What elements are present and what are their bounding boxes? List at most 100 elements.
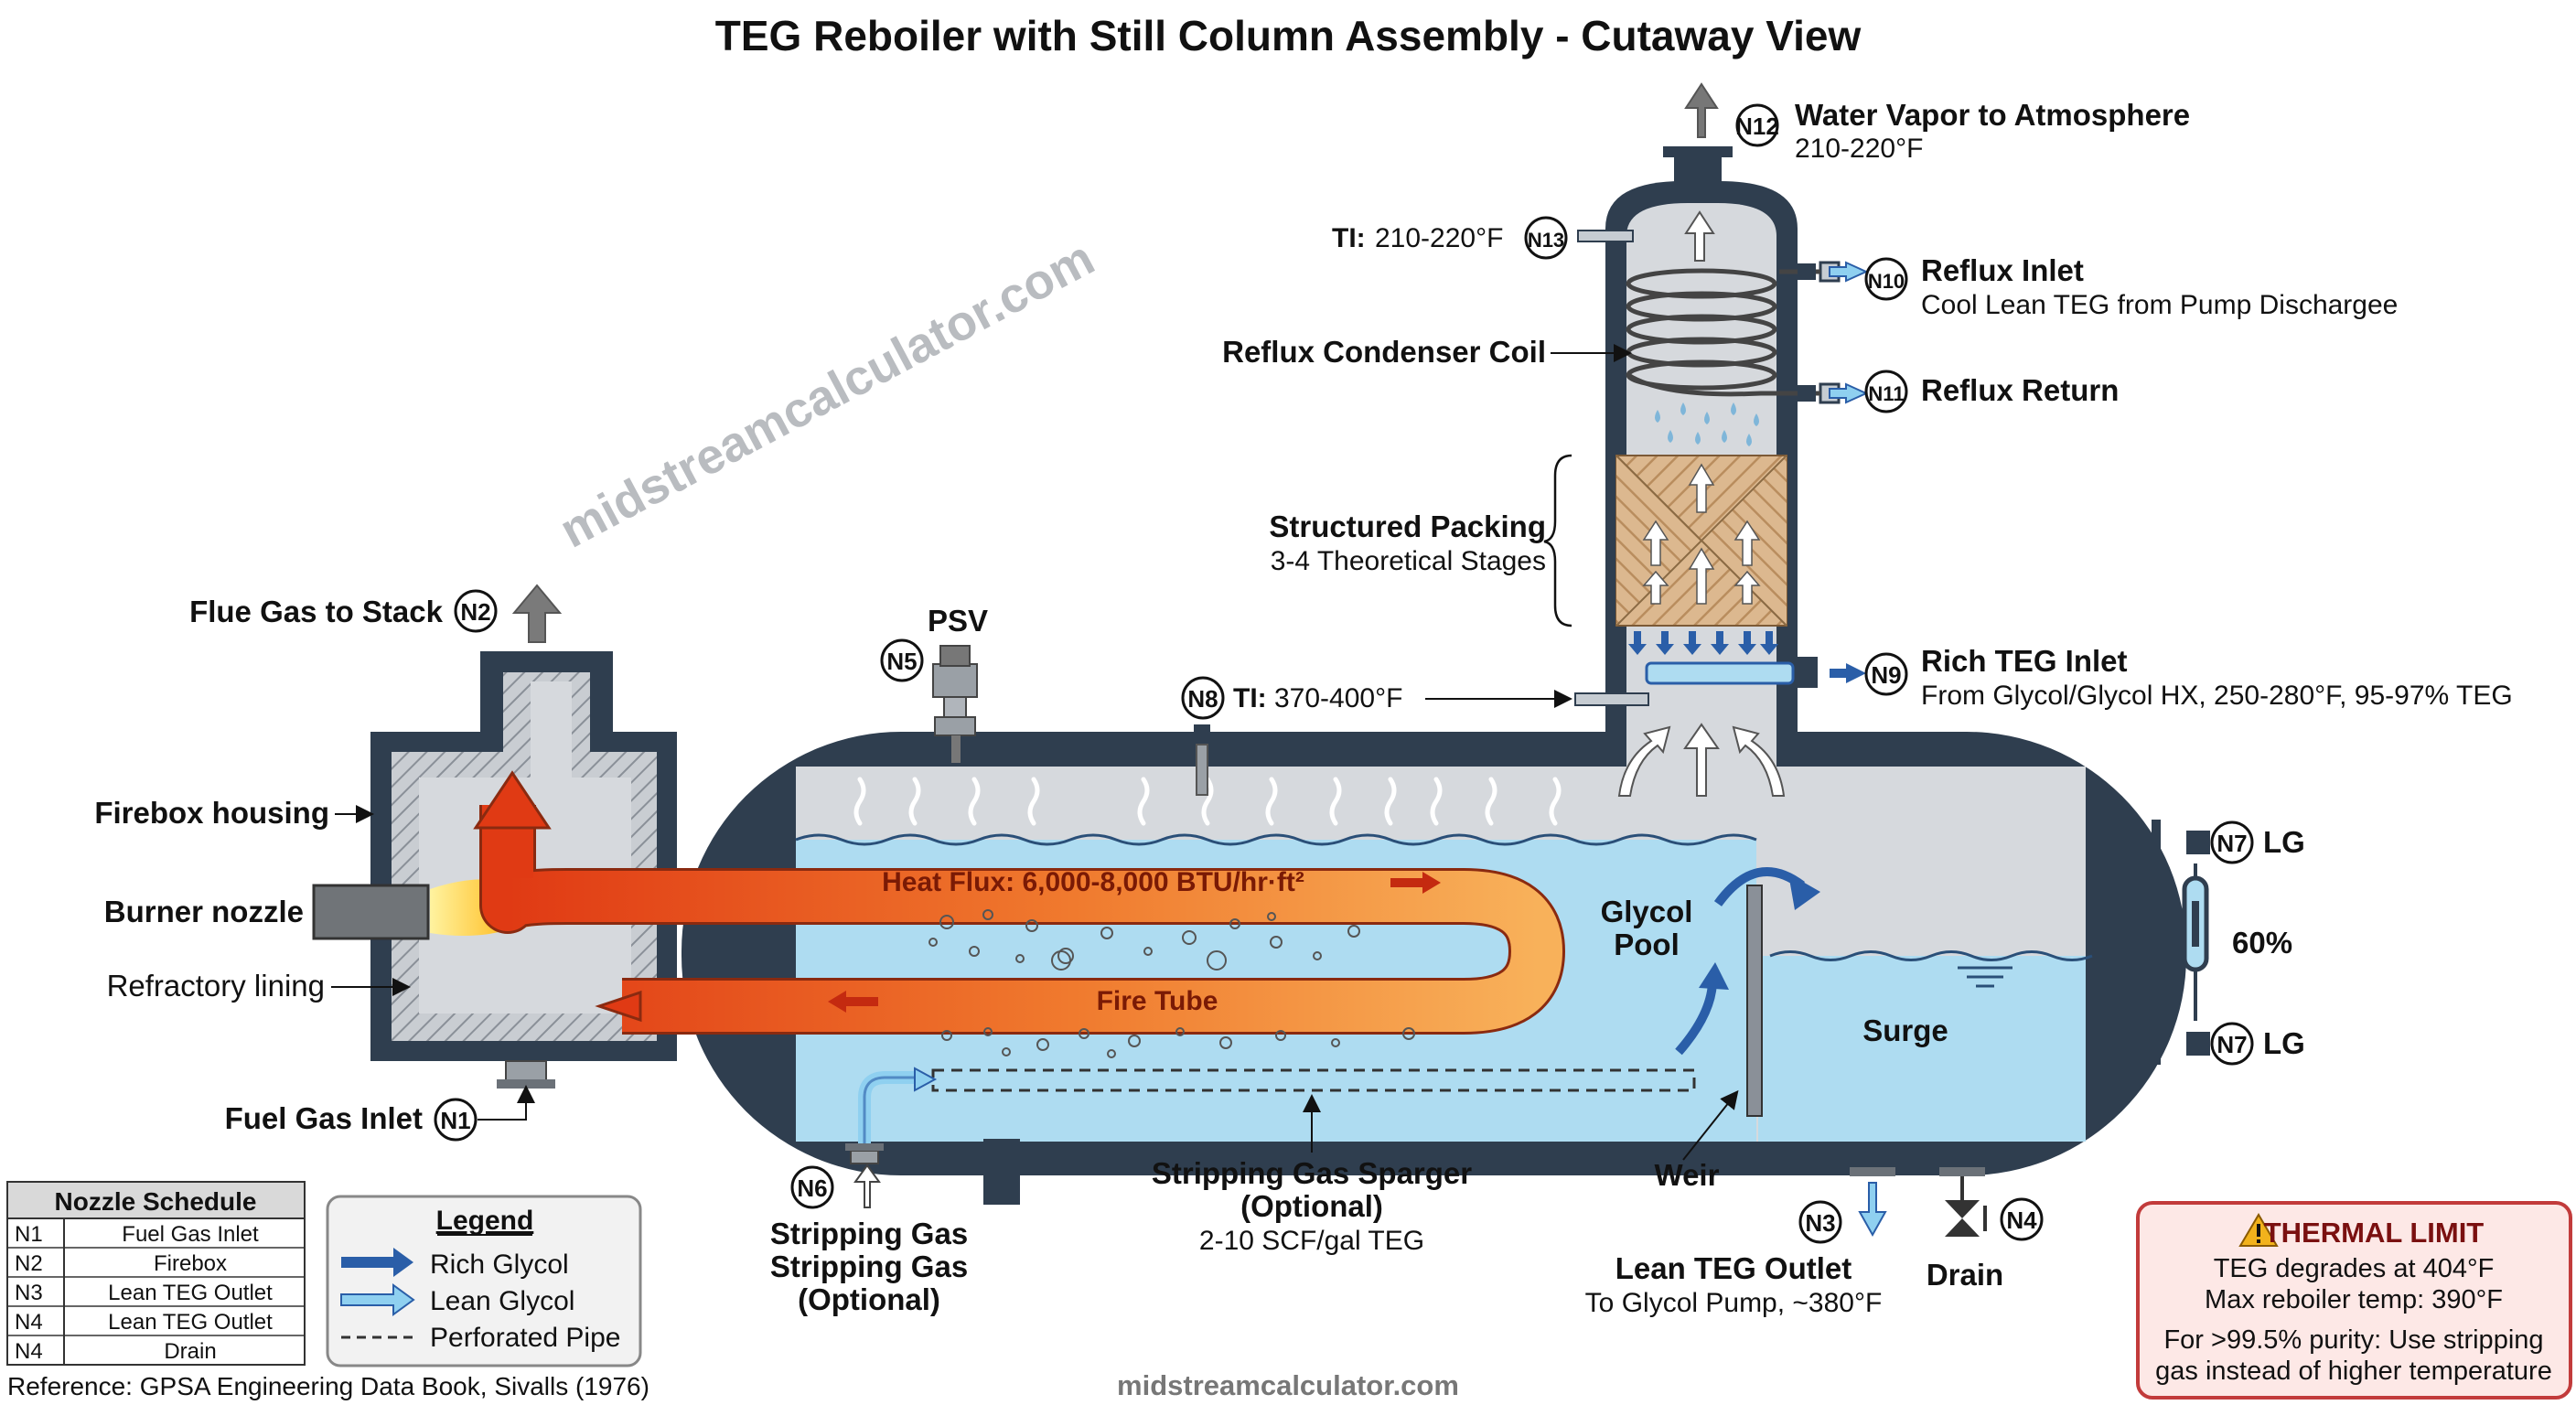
svg-text:Lean TEG Outlet: Lean TEG Outlet bbox=[1615, 1251, 1852, 1285]
nozzle-tags: N12 N13 N10 N11 N9 N8 N5 N2 N1 N6 N3 N4 … bbox=[434, 103, 2254, 1244]
reflux-nozzles bbox=[1798, 261, 1869, 404]
schedule-row-desc: Firebox bbox=[154, 1251, 227, 1276]
svg-text:2-10 SCF/gal TEG: 2-10 SCF/gal TEG bbox=[1199, 1226, 1424, 1256]
svg-text:gas instead of higher temperat: gas instead of higher temperature bbox=[2155, 1357, 2552, 1386]
svg-text:N9: N9 bbox=[1871, 661, 1901, 689]
fire-tube bbox=[473, 770, 1565, 1035]
svg-text:Nozzle Schedule: Nozzle Schedule bbox=[55, 1187, 257, 1216]
watermark-footer: midstreamcalculator.com bbox=[1117, 1369, 1459, 1401]
svg-text:N1: N1 bbox=[440, 1107, 470, 1134]
burner-nozzle bbox=[312, 884, 430, 940]
svg-text:TI:: TI: bbox=[1233, 683, 1267, 713]
svg-text:Stripping Gas: Stripping Gas bbox=[770, 1249, 968, 1283]
svg-text:THERMAL LIMIT: THERMAL LIMIT bbox=[2264, 1217, 2485, 1249]
svg-text:Pool: Pool bbox=[1614, 928, 1680, 961]
svg-text:Perforated Pipe: Perforated Pipe bbox=[430, 1323, 620, 1353]
nozzle-schedule: Nozzle Schedule N1 Fuel Gas Inlet N2 Fir… bbox=[6, 1181, 306, 1366]
svg-text:(Optional): (Optional) bbox=[1240, 1189, 1383, 1223]
rich-teg-inlet-arrow bbox=[1830, 663, 1866, 683]
svg-text:370-400°F: 370-400°F bbox=[1274, 683, 1402, 713]
svg-text:N8: N8 bbox=[1187, 685, 1218, 713]
svg-text:Reflux Inlet: Reflux Inlet bbox=[1921, 253, 2084, 287]
fire-tube-exit-arrow bbox=[595, 990, 642, 1023]
svg-text:N6: N6 bbox=[797, 1174, 827, 1202]
svg-text:210-220°F: 210-220°F bbox=[1375, 223, 1503, 253]
svg-text:N10: N10 bbox=[1868, 270, 1905, 293]
svg-text:Firebox housing: Firebox housing bbox=[94, 796, 329, 830]
rich-teg-inlet-nozzle bbox=[1798, 657, 1866, 688]
svg-text:Stripping Gas Sparger: Stripping Gas Sparger bbox=[1152, 1156, 1472, 1190]
drain-valve bbox=[1945, 1200, 1980, 1237]
svg-text:Stripping Gas: Stripping Gas bbox=[770, 1217, 968, 1250]
diagram-title: TEG Reboiler with Still Column Assembly … bbox=[715, 12, 1862, 59]
schedule-row-tag: N4 bbox=[15, 1339, 43, 1364]
thermal-limit-box: THERMAL LIMIT TEG degrades at 404°F Max … bbox=[2136, 1201, 2572, 1400]
svg-text:Fuel Gas Inlet: Fuel Gas Inlet bbox=[225, 1101, 423, 1135]
svg-text:N12: N12 bbox=[1735, 113, 1779, 140]
svg-text:Glycol: Glycol bbox=[1601, 895, 1693, 928]
schedule-row-desc: Fuel Gas Inlet bbox=[122, 1222, 259, 1247]
schedule-row-tag: N4 bbox=[15, 1310, 43, 1335]
legend: Legend Rich Glycol Lean Glycol Perforate… bbox=[326, 1195, 642, 1367]
vapor-wisps bbox=[853, 777, 1562, 826]
watermark-diagonal: midstreamcalculator.com bbox=[551, 231, 1102, 559]
svg-text:(Optional): (Optional) bbox=[798, 1282, 940, 1316]
lean-glycol-legend-arrow bbox=[340, 1283, 415, 1316]
svg-text:N13: N13 bbox=[1528, 229, 1564, 252]
svg-text:Rich Glycol: Rich Glycol bbox=[430, 1249, 569, 1280]
svg-text:Reflux Condenser Coil: Reflux Condenser Coil bbox=[1222, 335, 1546, 369]
svg-text:Max reboiler temp: 390°F: Max reboiler temp: 390°F bbox=[2205, 1285, 2503, 1314]
svg-text:Lean Glycol: Lean Glycol bbox=[430, 1286, 574, 1316]
fire-tube-label: Fire Tube bbox=[1097, 986, 1218, 1016]
reflux-droplets bbox=[1655, 402, 1759, 446]
svg-text:N2: N2 bbox=[460, 598, 490, 626]
svg-text:LG: LG bbox=[2263, 1026, 2305, 1060]
schedule-row-desc: Drain bbox=[164, 1339, 216, 1364]
svg-text:To Glycol Pump, ~380°F: To Glycol Pump, ~380°F bbox=[1585, 1288, 1883, 1318]
svg-text:Surge: Surge bbox=[1862, 1014, 1948, 1047]
svg-text:For >99.5% purity: Use strippi: For >99.5% purity: Use stripping bbox=[2163, 1325, 2543, 1355]
svg-text:Reflux Return: Reflux Return bbox=[1921, 373, 2119, 407]
reflux-inlet-arrow bbox=[1829, 261, 1869, 283]
svg-text:Water Vapor to Atmosphere: Water Vapor to Atmosphere bbox=[1795, 98, 2190, 132]
svg-text:N5: N5 bbox=[886, 648, 917, 675]
schedule-row-tag: N2 bbox=[15, 1251, 43, 1276]
svg-text:Refractory lining: Refractory lining bbox=[107, 969, 325, 1003]
ti-top: TI: 210-220°F bbox=[1332, 223, 1634, 253]
svg-text:Burner nozzle: Burner nozzle bbox=[104, 895, 304, 928]
svg-text:Cool Lean TEG from Pump Discha: Cool Lean TEG from Pump Dischargee bbox=[1921, 290, 2398, 320]
svg-text:N7: N7 bbox=[2216, 830, 2247, 857]
callouts: Water Vapor to Atmosphere 210-220°F Refl… bbox=[94, 98, 2512, 1318]
vapor-outlet-arrow bbox=[1684, 82, 1719, 138]
reboiler-vessel bbox=[682, 732, 2186, 1205]
svg-text:From Glycol/Glycol HX, 250-280: From Glycol/Glycol HX, 250-280°F, 95-97%… bbox=[1921, 681, 2513, 711]
svg-text:PSV: PSV bbox=[928, 604, 988, 638]
svg-text:TI:: TI: bbox=[1332, 223, 1366, 253]
ti-thermowell bbox=[1194, 724, 1210, 796]
svg-text:N7: N7 bbox=[2216, 1031, 2247, 1058]
column-vapor-arrows bbox=[1617, 723, 1786, 797]
svg-text:Flue Gas to Stack: Flue Gas to Stack bbox=[189, 595, 444, 628]
rich-teg-distributor bbox=[1645, 661, 1795, 685]
svg-text:Weir: Weir bbox=[1655, 1158, 1720, 1192]
still-column bbox=[1605, 82, 1841, 797]
rich-glycol-legend-arrow bbox=[341, 1248, 413, 1277]
svg-text:Drain: Drain bbox=[1927, 1258, 2003, 1292]
weir bbox=[1675, 867, 1820, 1161]
schedule-row-desc: Lean TEG Outlet bbox=[108, 1310, 273, 1335]
level-gauge bbox=[2152, 820, 2210, 1065]
svg-text:TEG degrades at 404°F: TEG degrades at 404°F bbox=[2214, 1254, 2495, 1283]
outlet-nozzles bbox=[1850, 1142, 1987, 1238]
svg-text:LG: LG bbox=[2263, 825, 2305, 859]
boiling-bubbles bbox=[928, 909, 1415, 1058]
reflux-return-arrow bbox=[1829, 382, 1869, 404]
svg-text:3-4 Theoretical Stages: 3-4 Theoretical Stages bbox=[1271, 546, 1546, 576]
svg-text:N3: N3 bbox=[1805, 1209, 1835, 1237]
svg-text:Structured Packing: Structured Packing bbox=[1269, 509, 1546, 543]
heat-flux-label: Heat Flux: 6,000-8,000 BTU/hr·ft² bbox=[882, 867, 1304, 897]
psv-valve bbox=[932, 645, 978, 763]
schedule-row-tag: N3 bbox=[15, 1281, 43, 1305]
svg-text:N11: N11 bbox=[1868, 382, 1904, 405]
warning-icon bbox=[2238, 1213, 2279, 1247]
reference-note: Reference: GPSA Engineering Data Book, S… bbox=[7, 1372, 649, 1400]
